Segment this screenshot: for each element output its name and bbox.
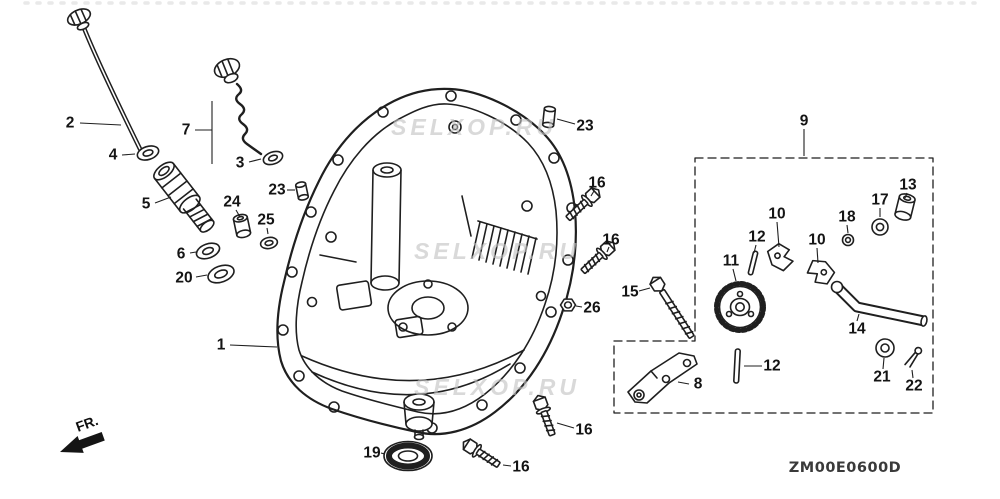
callout-22: 22 [905, 378, 922, 395]
fr-label: FR. [74, 412, 101, 435]
callout-26: 26 [583, 300, 601, 317]
part-10-governor-weight-a [765, 240, 796, 275]
part-17-washer [871, 218, 889, 236]
callout-3: 3 [236, 155, 245, 172]
part-20-washer [207, 264, 235, 284]
callout-leader-23 [556, 118, 576, 125]
callout-9: 9 [800, 113, 809, 130]
callout-11: 11 [723, 253, 740, 270]
watermark-text: SELXOP.RU [391, 114, 557, 140]
part-18-washer [841, 233, 855, 247]
part-12-pin-b [733, 348, 741, 384]
callout-leader-2 [79, 122, 122, 126]
callout-leader-1 [229, 344, 278, 348]
part-14-oil-pipe [830, 280, 928, 327]
callout-16: 16 [602, 232, 620, 249]
callout-leader-15 [638, 287, 651, 292]
part-25-washer [259, 236, 279, 250]
part-15-bolt [647, 273, 698, 342]
callout-25: 25 [257, 212, 275, 229]
callout-leader-22 [911, 369, 914, 379]
callout-16: 16 [512, 459, 530, 476]
callout-leader-26 [575, 305, 583, 308]
callout-7: 7 [182, 122, 191, 139]
part-26-nut [559, 298, 577, 312]
part-3-washer [262, 150, 284, 166]
callout-4: 4 [109, 147, 118, 164]
fr-arrow-icon [60, 436, 84, 453]
callout-5: 5 [142, 196, 151, 213]
callout-17: 17 [871, 192, 888, 209]
watermark-text: SELXOP.RU [414, 238, 580, 264]
callout-6: 6 [177, 246, 186, 263]
callout-leader-16 [606, 246, 610, 253]
callout-leader-12 [753, 244, 757, 254]
callout-21: 21 [873, 369, 891, 386]
part-13-collar [894, 193, 916, 221]
part-1-oil-pan [276, 87, 578, 441]
callout-leader-14 [856, 313, 860, 322]
part-11-pump-gear [714, 281, 766, 333]
part-6-washer [195, 242, 221, 260]
part-23-plug-left [294, 181, 310, 201]
callout-19: 19 [363, 445, 381, 462]
part-23-plug-right [541, 105, 557, 129]
callout-leader-5 [154, 196, 172, 204]
callout-14: 14 [848, 321, 866, 338]
watermark-text: SELXOP.RU [414, 374, 580, 400]
callout-leader-20 [195, 274, 208, 278]
callout-13: 13 [899, 177, 917, 194]
callout-12: 12 [748, 229, 765, 246]
callout-20: 20 [175, 270, 192, 287]
callout-leader-10 [816, 247, 819, 264]
part-19-oil-seal [383, 440, 433, 472]
callout-leader-25 [266, 227, 269, 235]
callout-2: 2 [66, 115, 75, 132]
part-7-filler-cap [213, 57, 263, 156]
callout-leader-16 [502, 464, 512, 467]
part-2-dipstick [66, 8, 144, 154]
callout-leader-10 [776, 221, 780, 248]
callout-10: 10 [768, 206, 785, 223]
part-8-governor-plate [627, 352, 698, 404]
part-22-cotter-pin [904, 346, 923, 368]
watermark-layer: SELXOP.RU SELXOP.RU SELXOP.RU [391, 114, 580, 400]
callout-leader-16 [556, 422, 575, 429]
callout-leader-19 [380, 452, 386, 455]
callout-leader-16 [590, 190, 595, 197]
part-16-bolt-d [458, 435, 504, 472]
part-4-washer [136, 145, 160, 161]
callout-1: 1 [217, 337, 226, 354]
callout-leader-13 [904, 192, 908, 199]
part-9-assembly-boundary [613, 157, 934, 414]
callout-leader-8 [677, 381, 690, 385]
callout-leader-3 [248, 158, 262, 163]
callout-16: 16 [575, 422, 593, 439]
callout-15: 15 [621, 284, 639, 301]
callout-18: 18 [838, 209, 856, 226]
fr-direction-indicator: FR. [60, 412, 105, 453]
callout-leader-11 [732, 268, 737, 282]
part-12-pin-a [747, 250, 759, 276]
callout-10: 10 [808, 232, 825, 249]
callout-12: 12 [763, 358, 780, 375]
callout-16: 16 [588, 175, 606, 192]
part-21-washer [875, 338, 895, 358]
fr-arrow-tail [77, 432, 105, 450]
diagram-code: ZM00E0600D [789, 460, 901, 476]
callout-leader-24 [235, 209, 241, 218]
callout-23: 23 [576, 118, 594, 135]
callout-8: 8 [694, 376, 703, 393]
part-5-filler-neck [153, 161, 215, 233]
callout-24: 24 [223, 194, 241, 211]
part-24-bushing [232, 213, 252, 239]
callout-leader-6 [189, 251, 197, 254]
callout-leader-18 [846, 224, 849, 234]
callout-leader-21 [882, 357, 885, 370]
callout-23: 23 [268, 182, 286, 199]
callout-leader-4 [121, 153, 136, 156]
